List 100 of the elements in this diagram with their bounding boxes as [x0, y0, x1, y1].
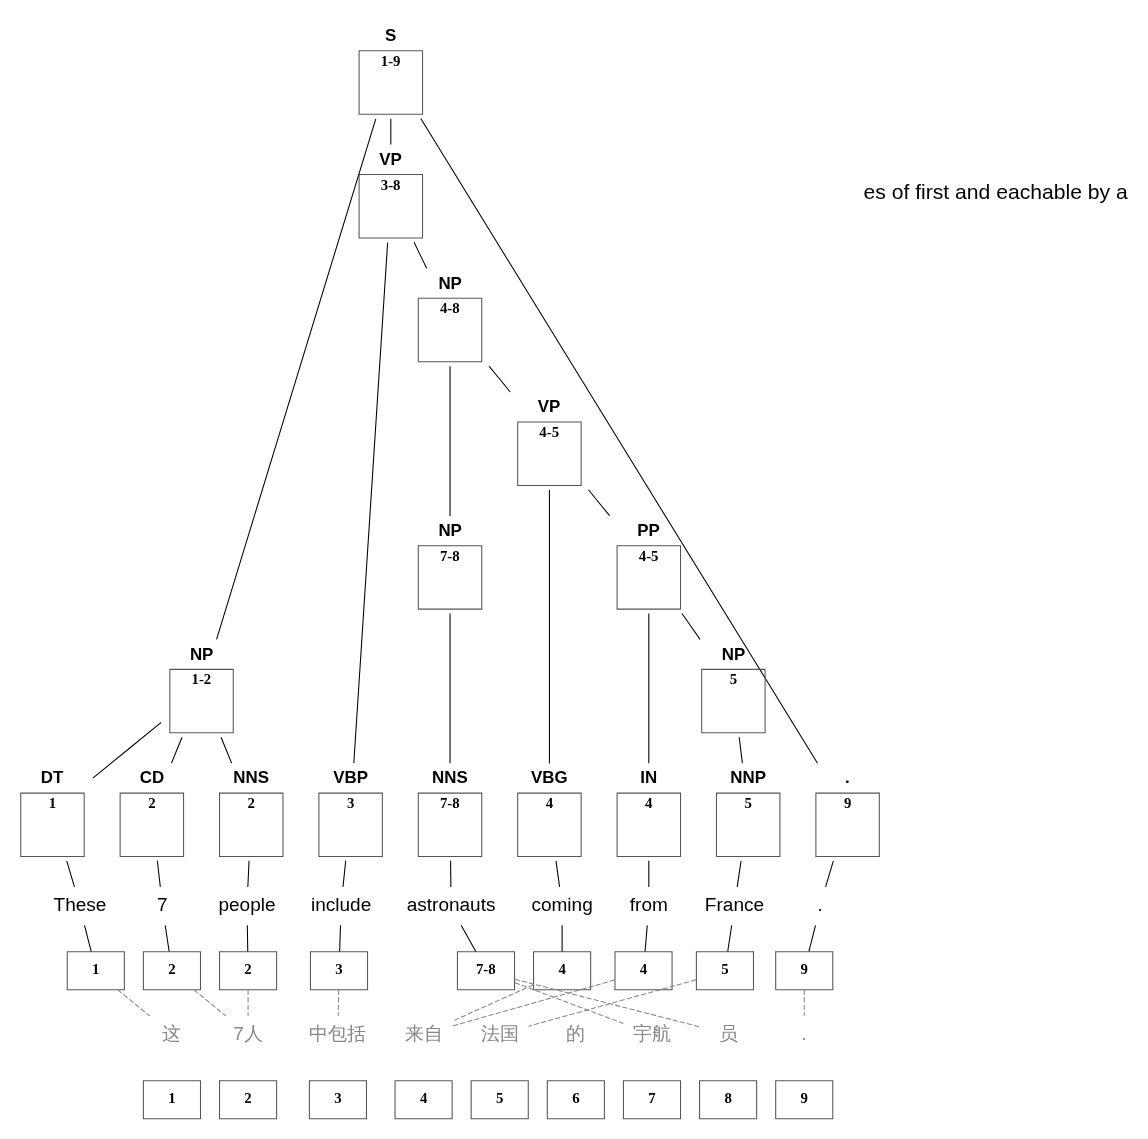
- connector: [84, 924, 92, 952]
- node-box: 9: [815, 792, 880, 857]
- node-box: 4-5: [616, 544, 682, 610]
- node-box: 9: [775, 950, 834, 990]
- node-box: 2: [219, 1079, 278, 1119]
- connector: [803, 988, 805, 1016]
- node-box: 4: [517, 792, 582, 857]
- node-box: 7-8: [417, 544, 483, 610]
- connector: [451, 978, 616, 1027]
- node-label: VP: [379, 149, 402, 169]
- node-box: 4: [614, 950, 673, 990]
- connector: [220, 736, 233, 764]
- node-box: 6: [546, 1079, 605, 1119]
- connector: [193, 988, 227, 1016]
- node-text: astronauts: [406, 893, 496, 915]
- node-box: 4: [533, 950, 592, 990]
- node-text: 7人: [233, 1022, 263, 1044]
- node-box: 3: [318, 792, 383, 857]
- connector: [337, 988, 340, 1016]
- node-box: 8: [699, 1079, 758, 1119]
- node-box: 4-8: [417, 297, 483, 362]
- node-box: 4: [394, 1079, 453, 1119]
- connector: [353, 241, 389, 764]
- node-label: PP: [637, 520, 660, 540]
- connector: [644, 924, 648, 952]
- node-box: 2: [142, 950, 201, 990]
- connector: [488, 365, 511, 392]
- connector: [342, 859, 347, 887]
- connector: [561, 924, 563, 952]
- node-box: 3: [309, 950, 369, 990]
- node-box: 7-8: [456, 950, 516, 990]
- node-box: 9: [775, 1079, 834, 1119]
- node-box: 1-2: [169, 668, 234, 733]
- connector: [420, 117, 819, 764]
- label: es of first and eachable by a: [863, 179, 1128, 203]
- node-label: NNS: [233, 767, 269, 787]
- node-box: 1: [142, 1079, 201, 1119]
- node-text: 中包括: [309, 1022, 367, 1044]
- connector: [451, 983, 534, 1022]
- connector: [246, 924, 249, 952]
- node-text: include: [310, 893, 372, 915]
- connector: [164, 924, 170, 952]
- connector: [548, 488, 550, 764]
- connector: [247, 988, 249, 1016]
- node-text: France: [704, 893, 765, 915]
- node-label: S: [385, 25, 397, 45]
- connector: [727, 924, 733, 952]
- node-box: 2: [219, 950, 278, 990]
- connector: [216, 117, 377, 640]
- node-label: NP: [189, 644, 214, 664]
- connector: [460, 924, 477, 952]
- node-label: VBG: [530, 767, 568, 787]
- connector: [736, 859, 742, 887]
- node-box: 5: [695, 950, 754, 990]
- node-label: VBP: [333, 767, 368, 787]
- connector: [587, 488, 611, 516]
- node-label: DT: [40, 767, 64, 787]
- connector: [66, 859, 75, 887]
- node-label: IN: [640, 767, 658, 787]
- node-box: 5: [715, 792, 781, 857]
- connector: [156, 859, 161, 887]
- connector: [390, 117, 392, 145]
- node-box: 4-5: [517, 420, 582, 486]
- connector: [555, 859, 561, 887]
- node-box: 7-8: [417, 792, 483, 857]
- connector: [339, 924, 342, 952]
- node-label: NNP: [730, 767, 766, 787]
- node-box: 2: [119, 792, 185, 857]
- connector: [808, 924, 817, 952]
- node-label: CD: [139, 767, 165, 787]
- node-text: 这: [162, 1022, 182, 1044]
- node-text: .: [817, 893, 823, 915]
- connector: [413, 241, 428, 269]
- connector: [825, 859, 834, 887]
- node-text: from: [629, 893, 668, 915]
- node-text: people: [218, 893, 276, 915]
- node-text: coming: [531, 893, 593, 915]
- node-box: 5: [701, 668, 766, 733]
- node-box: 3-8: [358, 173, 424, 238]
- node-text: 的: [566, 1022, 586, 1044]
- node-text: 法国: [480, 1022, 519, 1044]
- node-box: 7: [622, 1079, 682, 1119]
- connector: [170, 736, 183, 764]
- node-box: 1: [20, 792, 85, 857]
- connector: [92, 721, 162, 779]
- node-label: NP: [438, 273, 462, 293]
- connector: [514, 981, 624, 1024]
- connector: [648, 612, 650, 764]
- node-box: 2: [219, 792, 284, 857]
- node-text: These: [53, 893, 107, 915]
- node-box: 1-9: [358, 49, 424, 115]
- connector: [648, 859, 650, 887]
- node-text: 7: [157, 893, 168, 915]
- connector: [247, 859, 250, 887]
- node-label: NNS: [432, 767, 468, 787]
- node-label: NP: [438, 520, 462, 540]
- connector: [117, 988, 151, 1016]
- connector: [738, 736, 743, 764]
- node-box: 3: [308, 1079, 367, 1119]
- node-text: .: [801, 1022, 807, 1044]
